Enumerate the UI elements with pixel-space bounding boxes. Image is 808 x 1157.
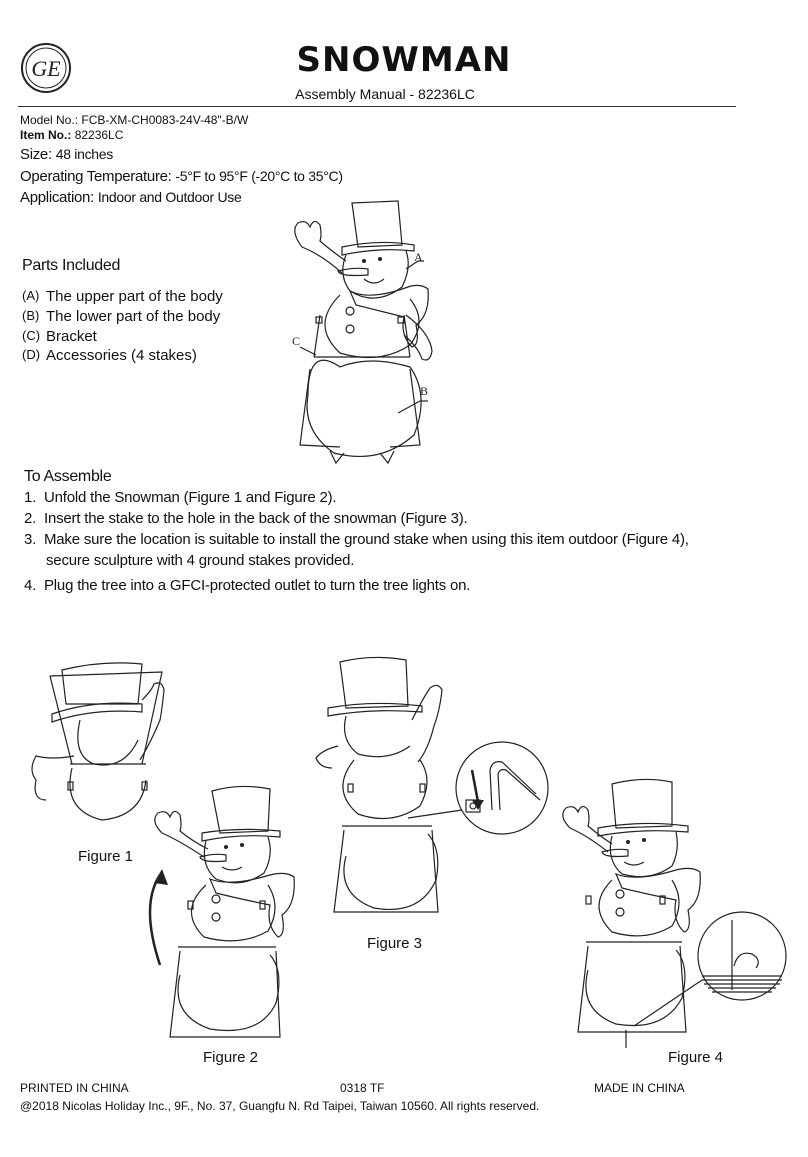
callout-a: A [414,250,423,264]
figure-2-drawing [148,785,295,1038]
assemble-heading: To Assemble [24,468,112,485]
parts-heading: Parts Included [22,257,121,274]
arm-icon [294,220,347,274]
hat-icon [351,200,403,248]
part-label: Accessories (4 stakes) [46,347,197,364]
step-number: 3. [24,531,37,548]
logo-monogram: GE [31,56,61,81]
zoom-detail-icon [455,741,549,835]
figure-1-drawing [31,662,165,821]
ge-logo-icon: GE [21,43,71,93]
figure-4-drawing [562,778,787,1048]
application-spec: Application: Indoor and Outdoor Use [20,189,242,206]
snowman-parts-diagram: A C B [292,200,433,465]
step-number: 4. [24,577,37,594]
step-2: 2. Insert the stake to the hole in the ba… [24,510,468,527]
part-b: (B) The lower part of the body [22,308,220,325]
torso-icon [324,294,420,359]
size-value: 48 inches [55,146,114,162]
made-in: MADE IN CHINA [594,1081,685,1095]
step-3: 3. Make sure the location is suitable to … [24,531,689,569]
figure-1-label: Figure 1 [78,848,134,865]
step-text-continued: secure sculpture with 4 ground stakes pr… [46,552,355,569]
step-1: 1. Unfold the Snowman (Figure 1 and Figur… [24,489,337,506]
rotate-arrow-icon [154,869,168,885]
temp-value: -5°F to 95°F (-20°C to 35°C) [175,168,343,184]
size-label: Size: [20,146,52,163]
page-title: SNOWMAN [296,40,512,80]
temperature-spec: Operating Temperature: -5°F to 95°F (-20… [20,168,343,185]
step-number: 2. [24,510,37,527]
step-text: Unfold the Snowman (Figure 1 and Figure … [44,489,337,506]
ground-stake-detail-icon [697,911,787,1001]
temp-label: Operating Temperature: [20,168,172,185]
page-subtitle: Assembly Manual - 82236LC [295,86,475,102]
item-value: 82236LC [74,128,124,142]
model-value: FCB-XM-CH0083-24V-48"-B/W [81,113,249,127]
item-label: Item No.: [20,128,72,142]
part-label: Bracket [46,328,97,345]
step-text: Plug the tree into a GFCI-protected outl… [44,577,471,594]
model-label: Model No.: [20,113,79,127]
part-a: (A) The upper part of the body [22,288,223,305]
item-number: Item No.: 82236LC [20,128,123,142]
part-label: The lower part of the body [46,308,221,325]
step-4: 4. Plug the tree into a GFCI-protected ou… [24,577,470,594]
part-key: (D) [22,347,41,362]
figure-2-label: Figure 2 [203,1049,259,1066]
copyright: @2018 Nicolas Holiday Inc., 9F., No. 37,… [20,1099,540,1113]
lower-body-icon [306,359,422,458]
part-label: The upper part of the body [46,288,223,305]
part-key: (A) [22,288,40,303]
figure-4-label: Figure 4 [668,1049,724,1066]
head-icon [342,250,409,299]
figure-3-label: Figure 3 [367,935,423,952]
model-number: Model No.: FCB-XM-CH0083-24V-48"-B/W [20,113,248,127]
part-key: (C) [22,328,41,343]
app-label: Application: [20,189,94,206]
figure-3-drawing [315,656,549,913]
part-key: (B) [22,308,40,323]
part-c: (C) Bracket [22,328,97,345]
part-d: (D) Accessories (4 stakes) [22,347,197,364]
callout-b: B [420,384,428,398]
header-divider [18,106,736,107]
step-number: 1. [24,489,37,506]
printed-in: PRINTED IN CHINA [20,1081,129,1095]
print-code: 0318 TF [340,1081,385,1095]
callout-c: C [292,334,300,348]
step-text: Make sure the location is suitable to in… [44,531,689,548]
app-value: Indoor and Outdoor Use [97,189,242,205]
step-text: Insert the stake to the hole in the back… [44,510,468,527]
size-spec: Size: 48 inches [20,146,113,163]
